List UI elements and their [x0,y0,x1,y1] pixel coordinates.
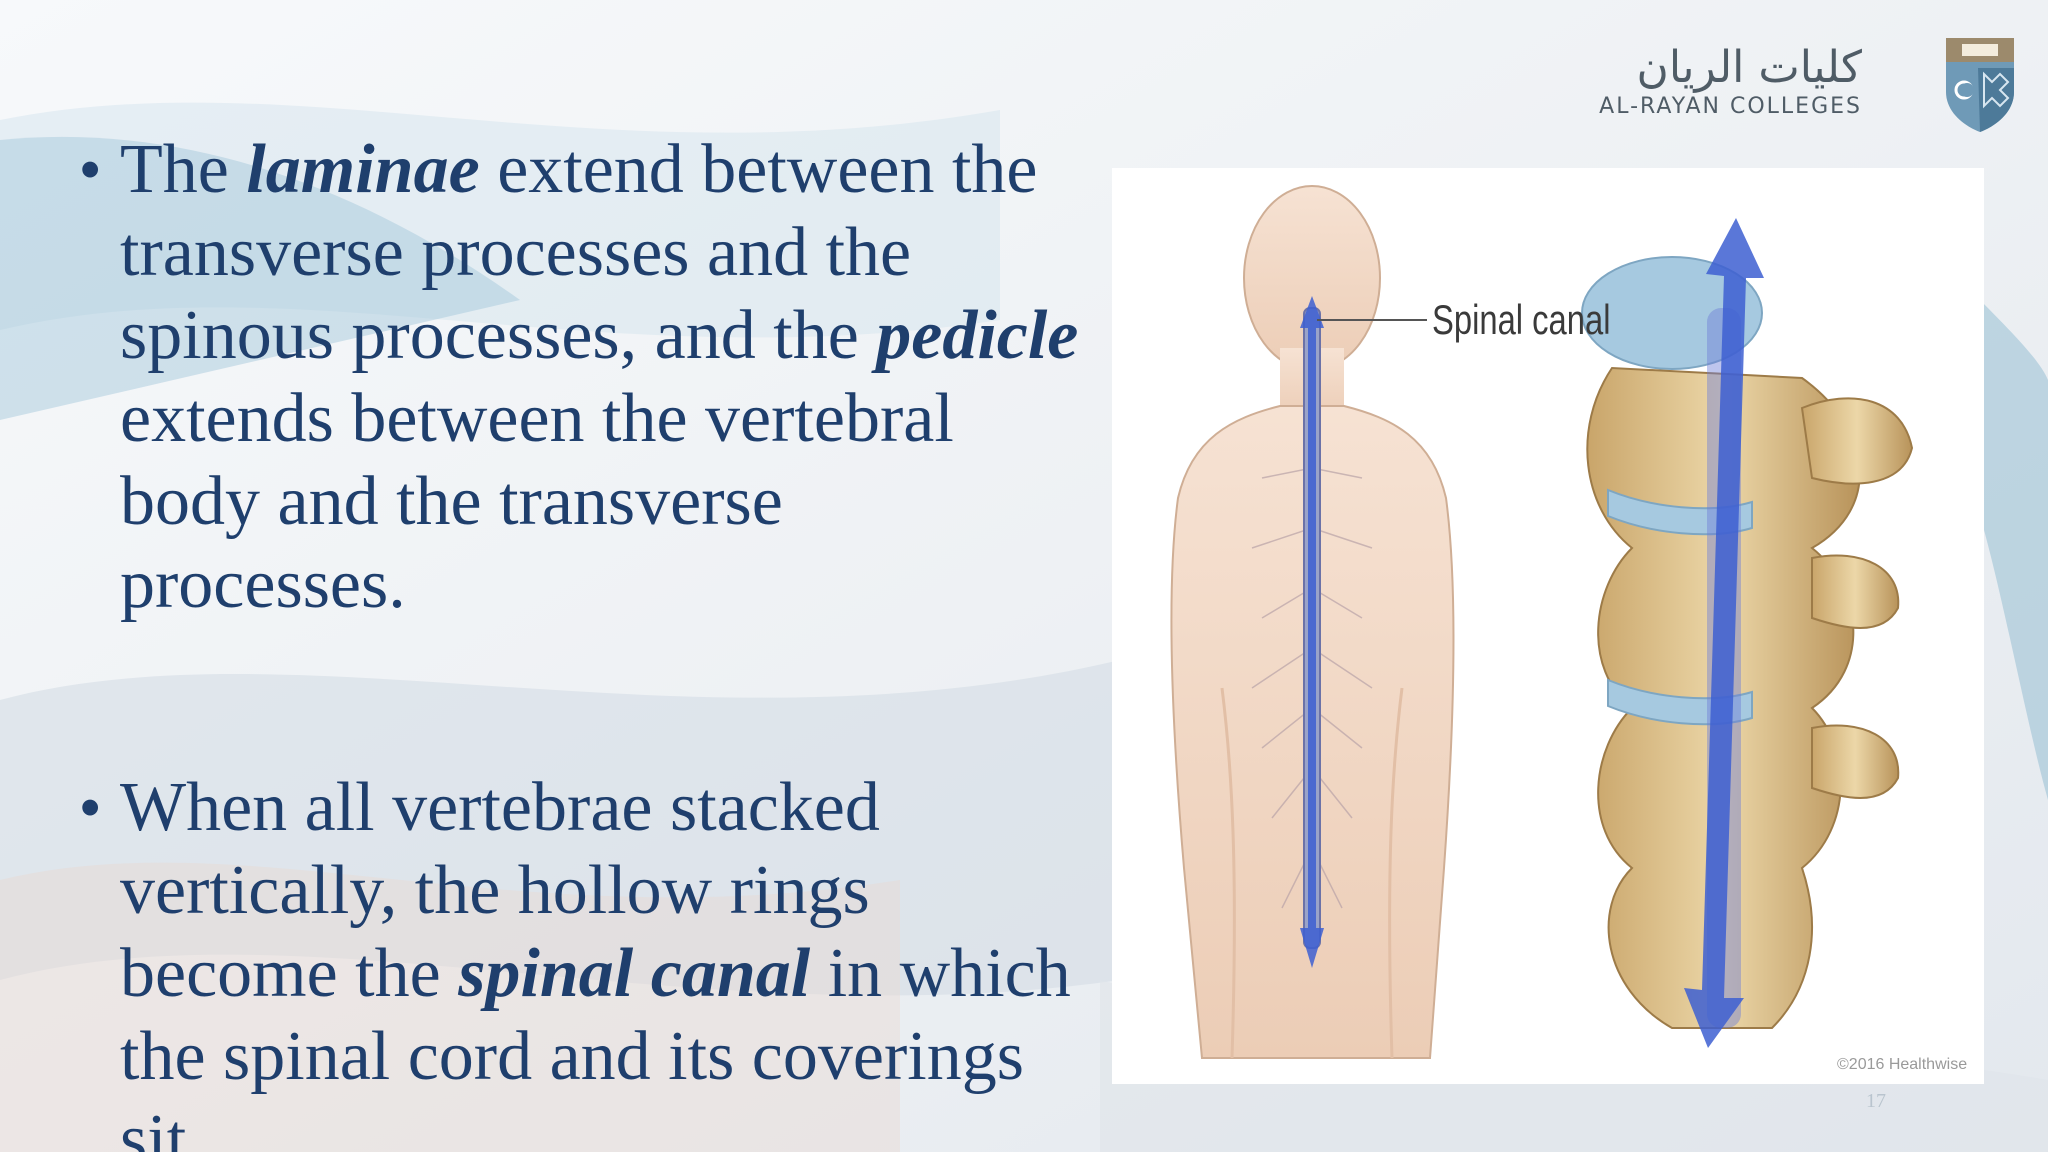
logo-english-name: AL-RAYAN COLLEGES [1599,94,1862,119]
bullet-dot-icon: • [80,775,101,840]
bullet-dot-icon: • [80,137,101,202]
term-pedicle: pedicle [876,297,1079,374]
logo-arabic-name: كليات الريان [1636,42,1862,93]
spinal-nerves [1251,467,1373,909]
spine-illustration [1170,185,1914,1059]
bullet-text: extend between the transverse processes … [120,131,1038,374]
bullet-item-laminae: • The laminae extend between the transve… [80,128,1080,626]
spinal-canal-label: Spinal canal [1432,296,1611,343]
term-laminae: laminae [246,131,480,208]
vertebral-canal-arrow-icon [1684,218,1764,1048]
bullet-text: extends between the vertebral body and t… [120,380,954,623]
spine-figure: Spinal canal ©2016 Healthwise [1112,168,1984,1084]
figure-copyright: ©2016 Healthwise [1837,1056,1968,1073]
college-shield-logo-icon [1946,38,2014,132]
bullet-list: • The laminae extend between the transve… [80,128,1080,1152]
spinal-canal-arrow-icon [1300,296,1324,968]
vertebral-column [1581,256,1914,1029]
term-spinal-canal: spinal canal [458,935,811,1012]
bullet-item-spinal-canal: • When all vertebrae stacked vertically,… [80,766,1080,1152]
slide-number: 17 [1866,1090,1886,1112]
bullet-text: The [120,131,247,208]
bullet-text: When all vertebrae stacked vertically, t… [120,769,880,1012]
bullet-text: in which the spinal cord and its coverin… [120,935,1071,1152]
college-logo: كليات الريان AL-RAYAN COLLEGES [1599,34,2020,144]
